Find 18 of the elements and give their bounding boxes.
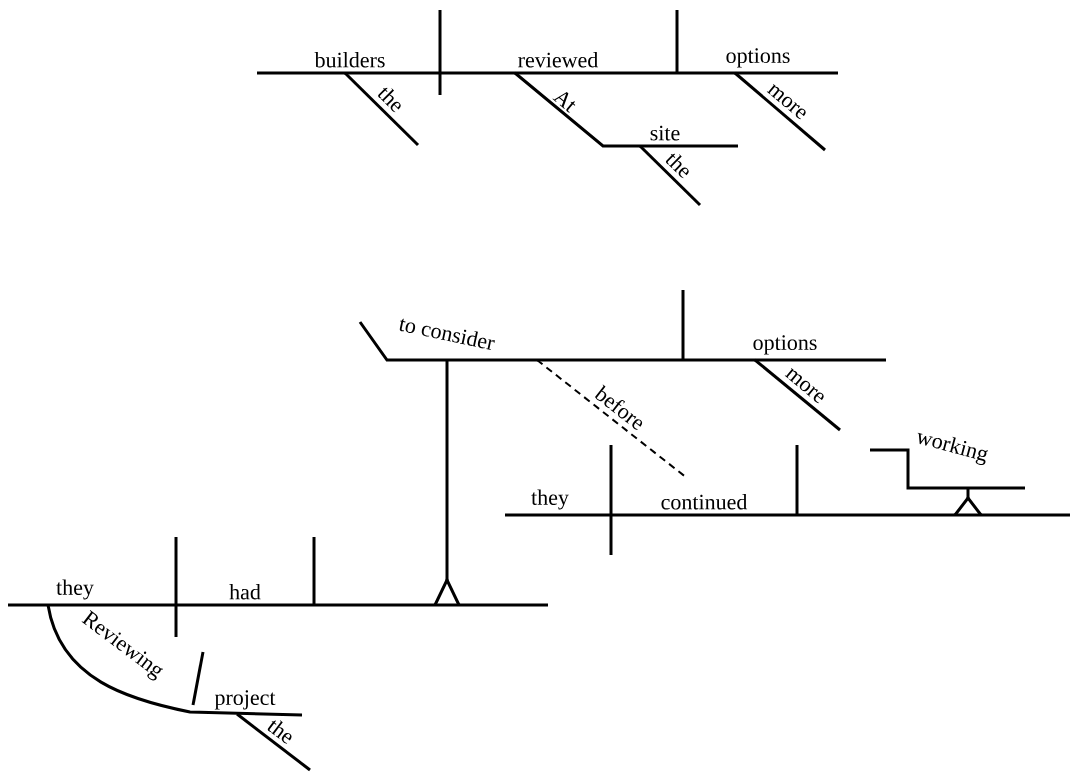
- word-label: they: [531, 489, 569, 510]
- word-label: continued: [661, 494, 748, 510]
- word-label: At: [552, 92, 576, 113]
- word-label: site: [650, 125, 680, 141]
- word-label: options: [753, 335, 817, 355]
- word-label: the: [267, 720, 292, 744]
- word-label: more: [784, 367, 824, 404]
- word-label: they: [56, 579, 94, 600]
- word-label: reviewed: [518, 52, 599, 68]
- word-label: builders: [314, 52, 385, 68]
- word-label: had: [229, 584, 261, 600]
- word-label: to consider: [399, 318, 495, 350]
- word-label: more: [766, 83, 806, 120]
- word-label: the: [665, 153, 689, 179]
- word-label: working: [917, 432, 988, 465]
- word-label: project: [214, 690, 276, 710]
- word-label: the: [378, 87, 401, 113]
- word-label: options: [726, 48, 790, 68]
